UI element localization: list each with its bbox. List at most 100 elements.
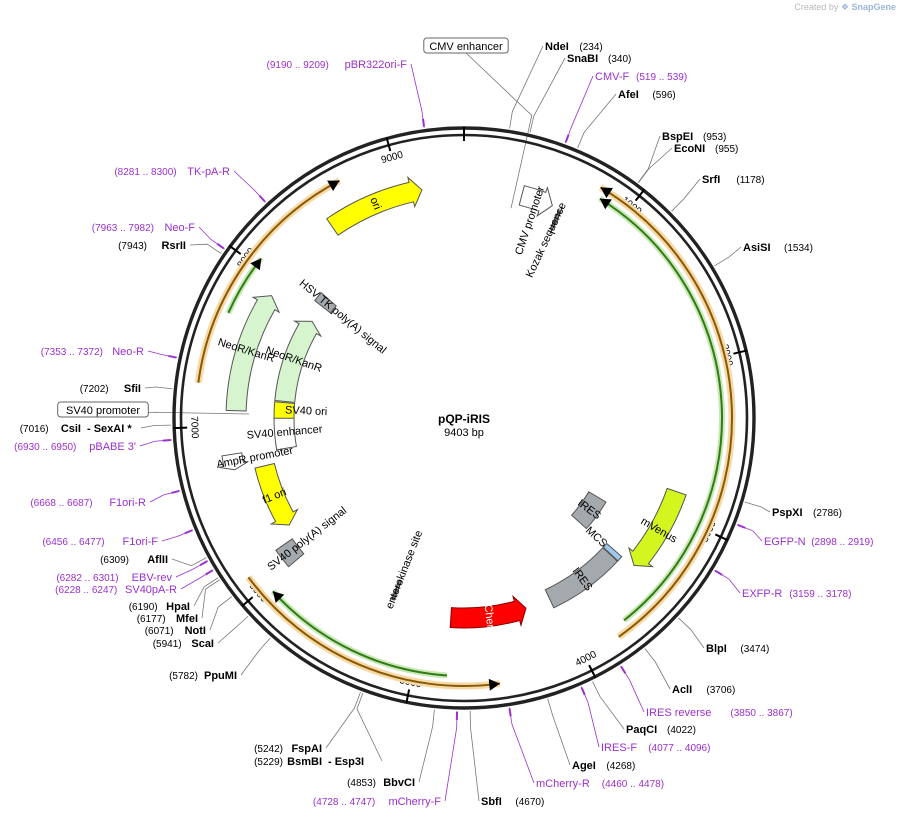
enzyme-position: (955) (715, 144, 738, 155)
enzyme-position: (5941) (153, 639, 182, 650)
primer-marker-0 (423, 119, 424, 127)
primer-range: (8281 .. 8300) (114, 167, 176, 178)
enzyme-position: (4670) (515, 797, 544, 808)
enzyme-position: (7202) (80, 384, 109, 395)
enzyme-position: (4268) (606, 761, 635, 772)
enzyme-name: PaqCI (626, 724, 657, 736)
enzyme-name: AsiSI (743, 242, 771, 254)
snapgene-logo-icon: ❖ SnapGene (841, 2, 896, 12)
primer-range: (4460 .. 4478) (602, 779, 664, 790)
primer-label-5: pBABE 3'(6930 .. 6950) (14, 441, 136, 453)
feature-label-mcherry: mCherry (480, 595, 497, 639)
enzyme-leader-7 (745, 502, 770, 512)
enzyme-name: PspXI (772, 507, 803, 519)
enzyme-name: NotI (185, 625, 206, 637)
enzyme-leader-3 (638, 136, 660, 182)
primer-name: EGFP-N (764, 536, 806, 548)
enzyme-position: (340) (608, 54, 631, 65)
enzyme-name: MfeI (176, 613, 198, 625)
enzyme-label-asisi: AsiSI(1534) (743, 242, 813, 254)
enzyme-name: HpaI (166, 601, 190, 613)
enzyme-leader-15 (357, 693, 382, 761)
primer-marker-9 (206, 570, 213, 574)
enzyme-leader-20 (194, 578, 218, 606)
primer-name: F1ori-R (109, 497, 146, 509)
enzyme-name: RsrII (162, 240, 186, 252)
enzyme-leader-0 (510, 46, 543, 129)
watermark: Created by ❖ SnapGene (794, 2, 896, 13)
enzyme-label-fspai: FspAI(5242) (254, 743, 322, 755)
enzyme-label-rsrii: RsrII (7943) (118, 240, 186, 252)
primer-marker-6 (171, 491, 179, 493)
primer-leader-0 (411, 64, 424, 128)
primer-range: (4077 .. 4096) (648, 743, 710, 754)
enzyme-name: NdeI (545, 41, 569, 53)
enzyme-name: AfeI (618, 89, 639, 101)
enzyme-name: ScaI (191, 638, 214, 650)
primer-label-15: mCherry-F(4728 .. 4747) (313, 796, 441, 808)
enzyme-position: (4022) (667, 725, 696, 736)
enzyme-leader-9 (645, 649, 670, 689)
enzyme-position: (234) (579, 42, 602, 53)
feature-label-enterokinase: enterokinase site (384, 529, 426, 611)
primer-name: EBV-rev (132, 572, 173, 584)
enzyme-position: (953) (703, 132, 726, 143)
primer-leader-13 (581, 687, 599, 747)
enzyme-position: (6071) (145, 626, 174, 637)
primer-range: (7353 .. 7372) (41, 347, 103, 358)
enzyme-name: SbfI (481, 796, 502, 808)
enzyme-label-noti: NotI (6071) (145, 625, 206, 637)
primer-label-11: EXFP-R(3159 .. 3178) (742, 588, 851, 600)
primer-name: mCherry-R (536, 778, 590, 790)
enzyme-position: (7943) (118, 241, 147, 252)
primer-name: pBABE 3' (89, 441, 136, 453)
enzyme-leader-16 (241, 638, 270, 675)
enzyme-label-mfei: MfeI (6177) (137, 613, 198, 625)
primer-range: (2898 .. 2919) (811, 537, 873, 548)
enzyme-leader-4 (639, 148, 672, 183)
enzyme-leader-22 (141, 425, 171, 428)
primer-marker-8 (200, 561, 207, 565)
enzyme-label-sfii: SfiI(7202) (80, 383, 141, 395)
primer-range: (9190 .. 9209) (267, 60, 329, 71)
primer-range: (7963 .. 7982) (92, 223, 154, 234)
primer-label-9: SV40pA-R(6228 .. 6247) (55, 584, 177, 596)
enzyme-leader-17 (218, 616, 248, 643)
primer-name: EXFP-R (742, 588, 782, 600)
enzyme-name: CsiI (61, 423, 81, 435)
enzyme-label-afei: AfeI(596) (618, 89, 676, 101)
enzyme-leader-24 (190, 244, 221, 254)
primer-range: (3850 .. 3867) (730, 708, 792, 719)
enzyme-leader-10 (593, 681, 624, 729)
enzyme-position: (3706) (706, 685, 735, 696)
tick-label-9000: 9000 (380, 150, 405, 167)
boxed-feature-0: CMV enhancer (424, 38, 508, 53)
enzyme-position: (5782) (169, 671, 198, 682)
primer-name: pBR322ori-F (345, 59, 408, 71)
primer-label-2: TK-pA-R(8281 .. 8300) (114, 166, 230, 178)
enzyme-name: BbvCI (383, 777, 415, 789)
primer-marker-11 (715, 571, 722, 575)
arc-2 (248, 577, 500, 686)
enzyme-name: AclI (672, 684, 692, 696)
enzyme-leader-11 (548, 699, 570, 765)
enzyme-leader-6 (714, 247, 741, 266)
enzyme-label-paqci: PaqCI (4022) (626, 724, 696, 736)
enzyme-name: BspEI (662, 131, 693, 143)
primer-range: (4728 .. 4747) (313, 797, 375, 808)
primer-label-0: pBR322ori-F (9190 .. 9209) (267, 59, 408, 71)
primer-label-7: F1ori-F(6456 .. 6477) (42, 536, 158, 548)
enzyme-leader-13 (419, 709, 434, 782)
enzyme-position: (6177) (137, 614, 166, 625)
boxed-feature-1: SV40 promoter (58, 402, 149, 417)
enzyme-leader-23 (145, 387, 172, 389)
primer-range: (6456 .. 6477) (42, 537, 104, 548)
primer-label-3: Neo-F(7963 .. 7982) (92, 222, 196, 234)
primer-name: IRES reverse (646, 707, 711, 719)
enzyme-name: FspAI (291, 743, 322, 755)
enzyme-leader-14 (326, 692, 360, 748)
enzyme-name: AflII (147, 554, 168, 566)
primer-label-8: EBV-rev(6282 .. 6301) (56, 572, 172, 584)
